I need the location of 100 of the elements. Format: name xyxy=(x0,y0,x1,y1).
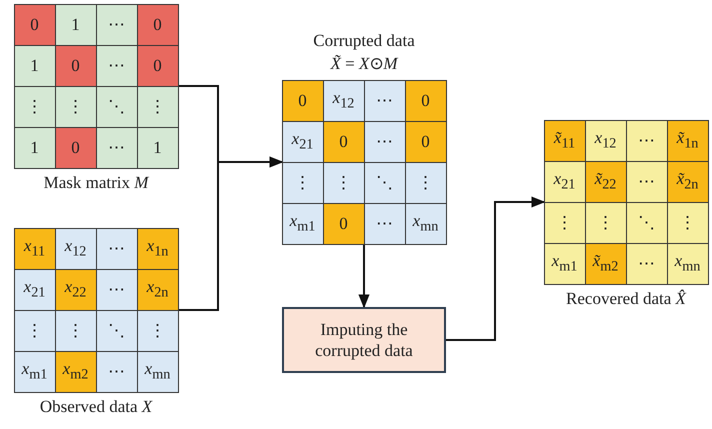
matrix-cell xyxy=(96,86,138,128)
cell-value: ⋱ xyxy=(108,96,125,117)
matrix-cell xyxy=(96,310,138,352)
matrix-cell xyxy=(322,120,364,162)
cell-value: ⋯ xyxy=(108,55,125,76)
cell-value: ⋯ xyxy=(108,14,125,35)
matrix-cell xyxy=(96,4,138,46)
matrix-cell xyxy=(282,162,324,204)
cell-value: ⋮ xyxy=(417,172,434,193)
matrix-cell xyxy=(404,120,446,162)
cell-value: ⋮ xyxy=(67,320,84,341)
matrix-cell xyxy=(14,44,56,86)
matrix-cell xyxy=(282,80,324,122)
arrow xyxy=(446,196,546,341)
cell-value: 0 xyxy=(71,138,80,158)
cell-value: ⋯ xyxy=(376,131,393,152)
cell-value: x$_{21}$ xyxy=(554,169,576,194)
matrix-cell xyxy=(14,126,56,168)
matrix-cell xyxy=(54,350,96,392)
matrix-cell xyxy=(14,4,56,46)
matrix-cell xyxy=(282,120,324,162)
cell-value: 0 xyxy=(421,132,430,152)
cell-value: ⋱ xyxy=(108,320,125,341)
cell-value: x$_{m1}$ xyxy=(22,359,48,384)
matrix-cell xyxy=(584,202,626,244)
matrix-cell xyxy=(666,202,708,244)
matrix-caption: Mask matrix M xyxy=(42,173,150,193)
cell-value: 0 xyxy=(298,90,307,110)
cell-value: x$_{mn}$ xyxy=(412,211,438,236)
cell-value: x$_{21}$ xyxy=(292,129,314,154)
matrix-cell xyxy=(584,242,626,284)
matrix-cell xyxy=(404,80,446,122)
matrix-cell xyxy=(584,160,626,202)
cell-value: ⋯ xyxy=(638,130,655,151)
cell-value: x$_{m2}$ xyxy=(62,359,88,384)
matrix-cell xyxy=(322,80,364,122)
matrix-cell xyxy=(136,44,178,86)
matrix-cell xyxy=(54,268,96,310)
cell-value: 1 xyxy=(30,138,39,158)
cell-value: x$_{22}$ xyxy=(64,277,86,302)
cell-value: 1 xyxy=(153,138,162,158)
matrix-cell xyxy=(666,160,708,202)
matrix-cell xyxy=(626,120,668,162)
cell-value: ⋮ xyxy=(67,96,84,117)
matrix-cell xyxy=(14,350,56,392)
cell-value: 1 xyxy=(30,56,39,76)
cell-value: ⋯ xyxy=(108,238,125,259)
cell-value: ⋯ xyxy=(638,171,655,192)
cell-value: ⋯ xyxy=(376,90,393,111)
matrix-cell xyxy=(96,350,138,392)
cell-value: 1 xyxy=(71,14,80,34)
matrix-cell xyxy=(136,228,178,270)
cell-value: 0 xyxy=(339,214,348,234)
matrix-cell xyxy=(14,310,56,352)
cell-value: x$_{11}$ xyxy=(24,236,46,261)
cell-value: ⋮ xyxy=(149,96,166,117)
cell-value: x$_{2n}$ xyxy=(146,277,168,302)
cell-value: x̃$_{11}$ xyxy=(554,128,576,153)
matrix-cell xyxy=(666,120,708,162)
matrix-cell xyxy=(54,228,96,270)
matrix-cell xyxy=(54,310,96,352)
cell-value: ⋯ xyxy=(108,137,125,158)
matrix-cell xyxy=(96,268,138,310)
cell-value: ⋯ xyxy=(376,213,393,234)
matrix-cell xyxy=(136,86,178,128)
cell-value: x$_{12}$ xyxy=(332,88,354,113)
matrix-cell xyxy=(54,126,96,168)
matrix-cell xyxy=(96,126,138,168)
matrix-cell xyxy=(666,242,708,284)
matrix-cell xyxy=(96,44,138,86)
matrix-cell xyxy=(54,4,96,46)
matrix-caption: Recovered data X̂ xyxy=(565,289,688,309)
matrix-cell xyxy=(364,80,406,122)
cell-value: ⋱ xyxy=(638,212,655,233)
cell-value: ⋮ xyxy=(26,320,43,341)
cell-value: x$_{21}$ xyxy=(24,277,46,302)
cell-value: x$_{1n}$ xyxy=(146,236,168,261)
process-label: Imputing the corrupted data xyxy=(314,318,414,362)
process-box xyxy=(282,307,446,373)
cell-value: ⋮ xyxy=(149,320,166,341)
matrix-cell xyxy=(136,310,178,352)
matrix-cell xyxy=(282,202,324,244)
matrix-cell xyxy=(54,86,96,128)
cell-value: 0 xyxy=(153,14,162,34)
matrix-cell xyxy=(584,120,626,162)
cell-value: 0 xyxy=(30,14,39,34)
cell-value: ⋮ xyxy=(556,212,573,233)
cell-value: ⋮ xyxy=(597,212,614,233)
cell-value: x̃$_{22}$ xyxy=(594,169,616,194)
cell-value: x̃$_{2n}$ xyxy=(676,169,698,194)
cell-value: ⋮ xyxy=(294,172,311,193)
cell-value: ⋮ xyxy=(26,96,43,117)
cell-value: x$_{12}$ xyxy=(594,128,616,153)
matrix-cell xyxy=(364,120,406,162)
matrix-cell xyxy=(626,160,668,202)
arrow xyxy=(178,156,284,311)
matrix-cell xyxy=(322,202,364,244)
cell-value: ⋯ xyxy=(108,279,125,300)
matrix-cell xyxy=(404,202,446,244)
matrix-cell xyxy=(322,162,364,204)
